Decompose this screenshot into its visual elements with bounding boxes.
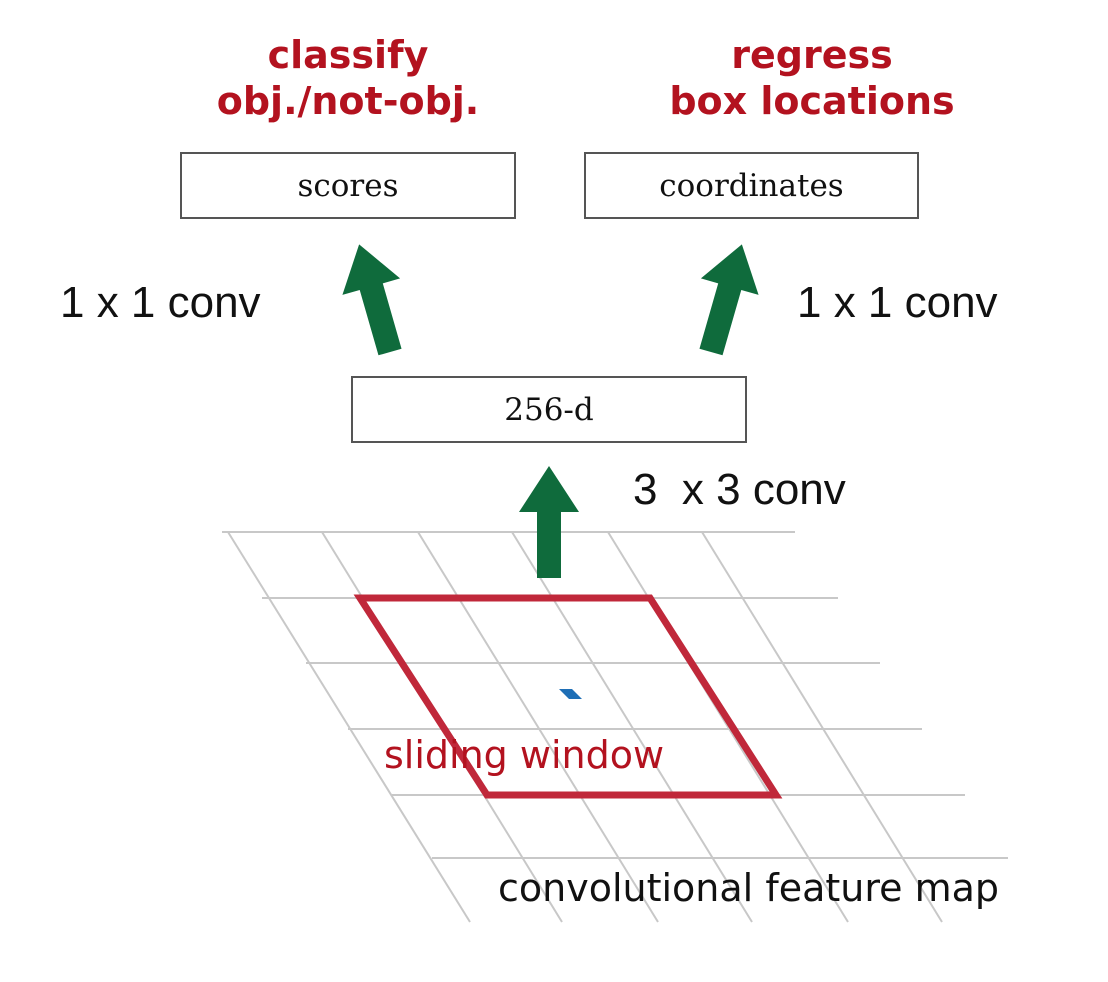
regress-line-2: box locations <box>669 79 955 123</box>
arrow-up-center-icon <box>519 466 579 578</box>
intermediate-box: 256-d <box>351 376 747 443</box>
coordinates-box: coordinates <box>584 152 919 219</box>
classify-line-2: obj./not-obj. <box>216 79 480 123</box>
regress-head-label: regress box locations <box>612 32 1012 124</box>
arrow-up-right-icon <box>699 244 759 356</box>
window-center-mark <box>559 689 582 699</box>
conv-label-right: 1 x 1 conv <box>797 278 998 327</box>
conv-label-middle: 3 x 3 conv <box>633 465 846 514</box>
classify-line-1: classify <box>267 33 429 77</box>
grid-line-s <box>701 531 943 923</box>
scores-box: scores <box>180 152 516 219</box>
arrow-up-left-icon <box>342 244 402 356</box>
feature-map-label: convolutional feature map <box>498 866 1000 910</box>
regress-line-1: regress <box>731 33 893 77</box>
sliding-window-frame <box>353 594 783 799</box>
sliding-window-label: sliding window <box>384 733 665 777</box>
grid-line-s <box>227 531 471 923</box>
conv-label-left: 1 x 1 conv <box>60 278 261 327</box>
classify-head-label: classify obj./not-obj. <box>148 32 548 124</box>
